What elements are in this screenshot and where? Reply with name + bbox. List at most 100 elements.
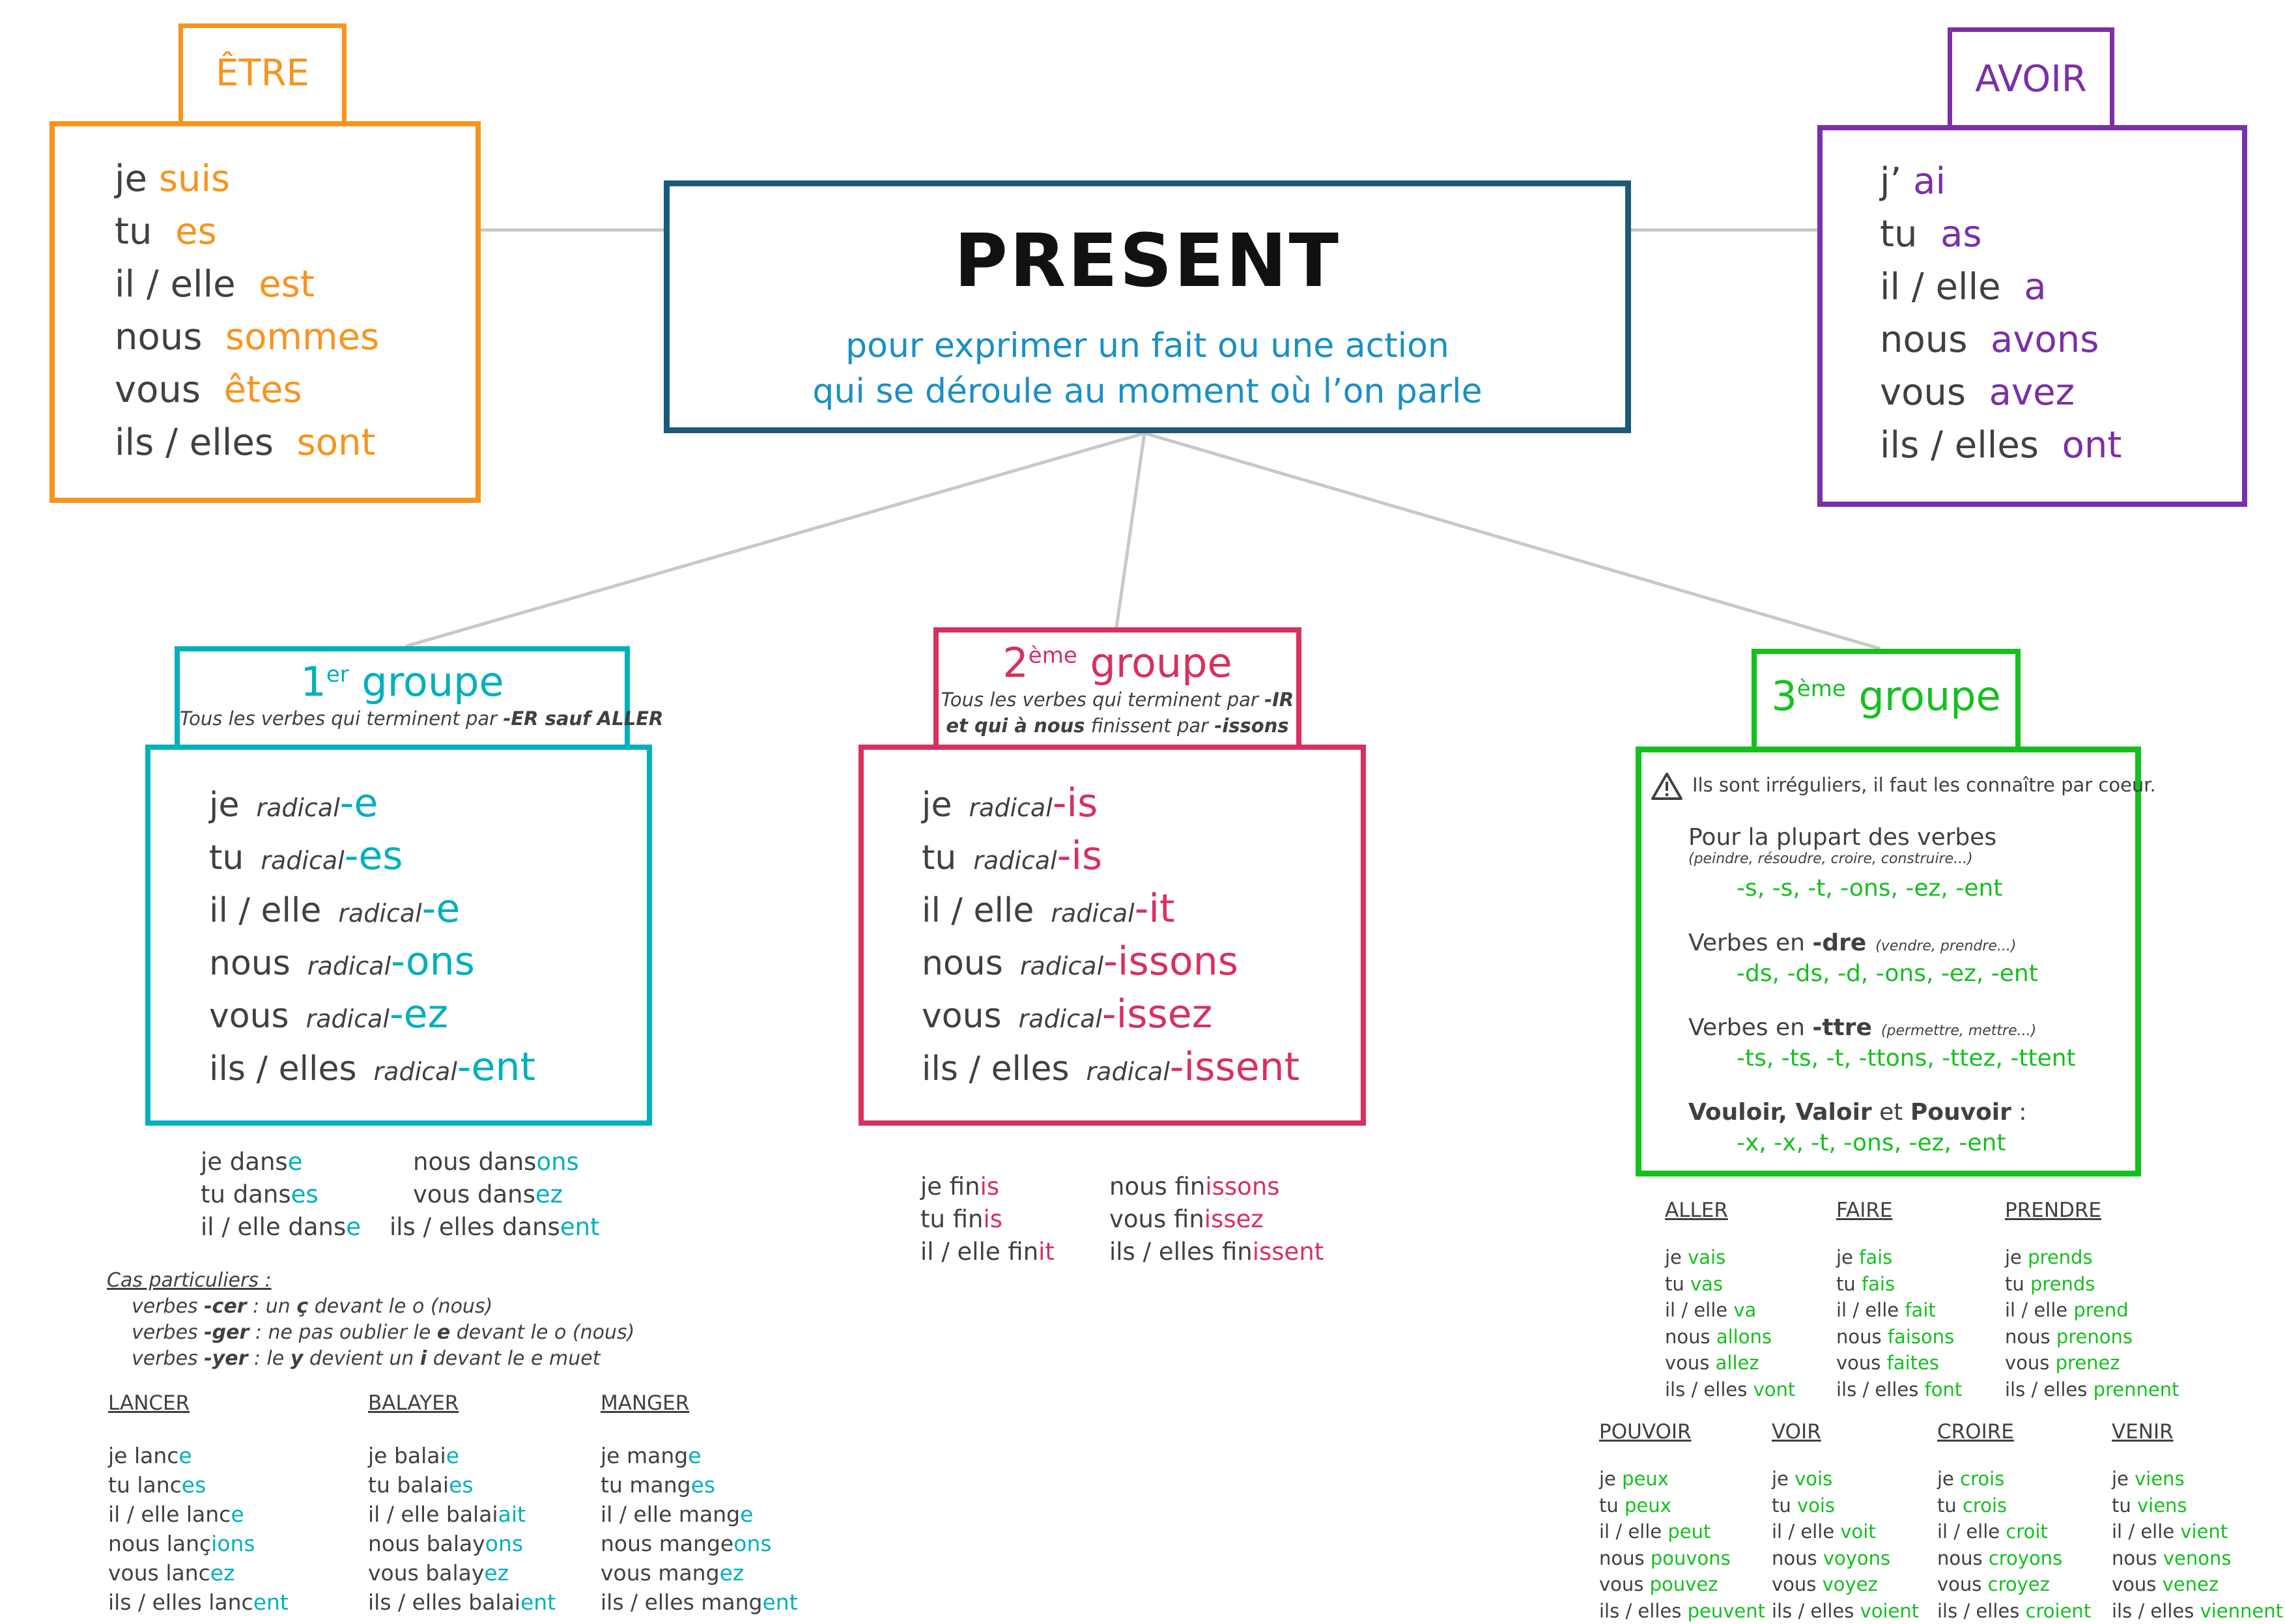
verb-heading: POUVOIR: [1599, 1420, 1692, 1444]
pronoun-stem: vous mang: [601, 1560, 720, 1586]
pronoun: vous: [209, 997, 289, 1036]
ending: sont: [297, 421, 376, 464]
verb-heading: LANCER: [108, 1391, 190, 1415]
cas-line: verbes -yer : le y devient un i devant l…: [132, 1346, 634, 1372]
ending: peux: [1625, 1494, 1671, 1517]
pronoun-stem: nous: [1665, 1326, 1716, 1348]
text-segment: -ER sauf ALLER: [503, 707, 663, 730]
ending: prends: [2028, 1246, 2092, 1268]
ending: -it: [1135, 886, 1175, 932]
ending: voyons: [1823, 1547, 1890, 1569]
rule-endings: -s, -s, -t, -ons, -ez, -ent: [1737, 875, 2002, 902]
conjugation-line: ils / elles mangent: [601, 1588, 798, 1617]
conjugation-line: nous pouvons: [1599, 1545, 1765, 1572]
pronoun-stem: il / elle: [2005, 1299, 2073, 1321]
pronoun-stem: ils / elles: [115, 421, 297, 464]
pronoun-stem: ils / elles dans: [390, 1213, 560, 1241]
conjugation-line: ils / elles font: [1836, 1376, 1962, 1403]
ending: prenez: [2056, 1352, 2120, 1374]
pronoun-stem: ils / elles: [2112, 1600, 2200, 1622]
pronoun-stem: il / elle: [1836, 1299, 1905, 1321]
pronoun: je: [209, 786, 239, 825]
conjugation-line: vous mangez: [601, 1558, 798, 1588]
pronoun-stem: vous: [1772, 1573, 1823, 1595]
ending: pouvez: [1650, 1573, 1718, 1595]
ending: peuvent: [1688, 1600, 1765, 1622]
pronoun-stem: tu: [2005, 1273, 2030, 1295]
pronoun-stem: tu: [1772, 1494, 1797, 1517]
ending: es: [291, 1180, 319, 1208]
ending: croient: [2026, 1600, 2092, 1622]
pronoun-stem: tu: [1599, 1494, 1625, 1517]
radical-label: radical: [307, 952, 391, 980]
conjugation-line: tu danses: [201, 1178, 361, 1211]
ending: prenons: [2056, 1326, 2133, 1348]
pronoun-stem: il / elle: [1937, 1520, 2006, 1543]
pronoun-stem: ils / elles: [2005, 1378, 2093, 1401]
pronoun: je: [922, 786, 952, 825]
ending: pouvons: [1651, 1547, 1731, 1569]
group-number: 1: [300, 658, 326, 705]
group2-subtitle-2: et qui à nous finissent par -issons: [939, 713, 1296, 739]
conjugation-line: je fais: [1836, 1244, 1962, 1271]
group1-title: 1er groupe: [180, 658, 625, 705]
ending: ons: [536, 1148, 578, 1176]
pronoun-stem: vous fin: [1109, 1205, 1204, 1233]
pronoun-stem: je: [1599, 1468, 1622, 1490]
conjugation-line: tu vois: [1772, 1492, 1919, 1519]
pronoun-stem: il / elle: [1665, 1299, 1733, 1321]
rule: Verbes en -ttre(permettre, mettre...)-ts…: [1688, 1014, 2076, 1072]
ending: ez: [720, 1560, 745, 1586]
text-segment: -yer: [204, 1347, 248, 1370]
rule: Verbes en -dre(vendre, prendre...)-ds, -…: [1688, 930, 2038, 987]
pronoun: il / elle: [209, 891, 321, 930]
group1-tab: 1er groupe Tous les verbes qui terminent…: [175, 646, 630, 746]
ending: fais: [1859, 1246, 1892, 1268]
pronoun-stem: nous mange: [601, 1531, 733, 1556]
conjugation-line: j’ ai: [1880, 155, 2122, 208]
conjugation-line: il / elle fait: [1836, 1297, 1962, 1324]
conjugation-line: je balaie: [368, 1441, 556, 1470]
rule-endings: -x, -x, -t, -ons, -ez, -ent: [1737, 1130, 2026, 1156]
rule-endings: -ds, -ds, -d, -ons, -ez, -ent: [1737, 960, 2038, 987]
conjugation-line: ils / elles dansent: [390, 1211, 600, 1244]
conjugation-line: il / elle a: [1880, 261, 2122, 313]
pronoun-stem: tu dans: [201, 1180, 291, 1208]
text-segment: -ttre: [1812, 1014, 1872, 1041]
conjugation-line: tu finis: [920, 1203, 1055, 1236]
pronoun-stem: nous: [1599, 1547, 1651, 1569]
pronoun-stem: il / elle: [1772, 1520, 1840, 1543]
verb-heading: BALAYER: [368, 1391, 459, 1415]
pronoun-stem: nous: [1937, 1547, 1989, 1569]
ending: peux: [1622, 1468, 1669, 1490]
text-segment: verbes: [132, 1347, 204, 1370]
pronoun: nous: [209, 944, 291, 983]
ending: e: [231, 1502, 244, 1527]
text-segment: devant le o (nous): [308, 1295, 492, 1318]
group-word: groupe: [1077, 639, 1232, 687]
conjugation-line: il / elle mange: [601, 1500, 798, 1529]
ending: viennent: [2200, 1600, 2283, 1622]
conjugation-line: il / elle prend: [2005, 1297, 2179, 1324]
avoir-tab: AVOIR: [1948, 27, 2114, 126]
pronoun-stem: je lanc: [108, 1443, 178, 1468]
pronoun-stem: ils / elles balai: [368, 1589, 520, 1615]
group2-title: 2ème groupe: [939, 639, 1296, 687]
pronoun-stem: il / elle lanc: [108, 1502, 231, 1527]
pronoun-stem: tu: [1880, 213, 1940, 255]
conjugation-line: ils / elles ont: [1880, 419, 2122, 472]
radical-label: radical: [1086, 1057, 1170, 1086]
conjugation-line: vous dansez: [390, 1178, 600, 1211]
pronoun-stem: vous dans: [413, 1180, 535, 1208]
conjugation-line: vous pouvez: [1599, 1571, 1765, 1598]
pronoun-stem: je: [2112, 1468, 2135, 1490]
conjugation-line: tu manges: [601, 1470, 798, 1500]
